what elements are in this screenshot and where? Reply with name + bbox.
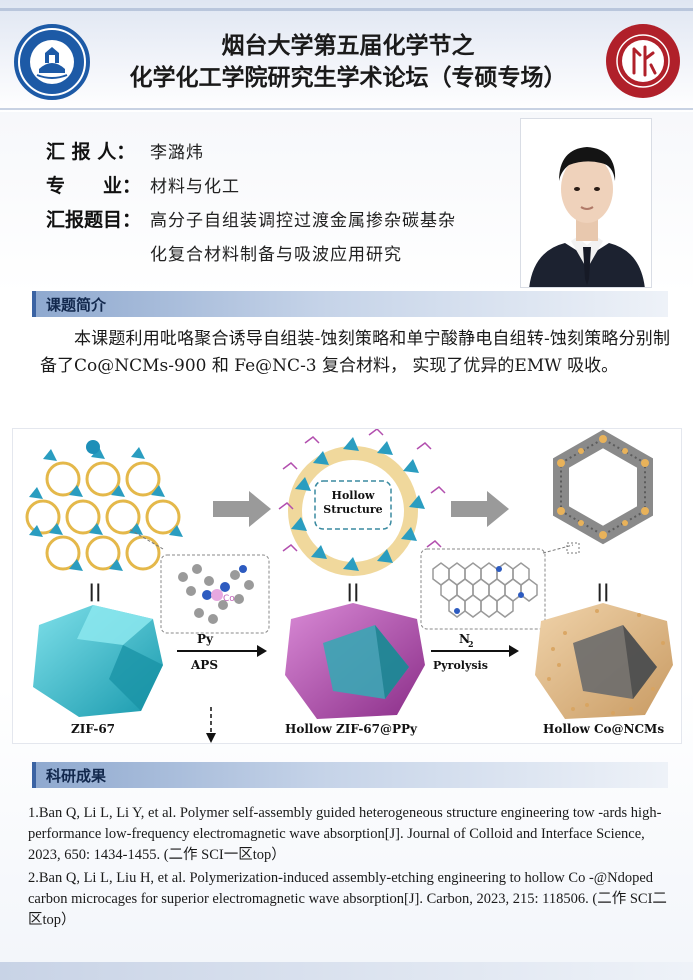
svg-text:||: || [596,581,609,602]
reporter-label: 汇 报 人： [46,141,136,163]
topic-row: 汇报题目： 高分子自组装调控过渡金属掺杂碳基杂 [46,208,456,233]
co-atom-label: Co [223,594,235,604]
title-line-1: 烟台大学第五届化学节之 [221,33,475,59]
n2-subscript: 2 [468,639,474,649]
yantai-university-logo [14,24,90,100]
college-logo [606,24,680,98]
results-section-header: 科研成果 [32,762,668,788]
hollow-zif67-ppy-crystal-icon [285,603,425,719]
publication-item: 1.Ban Q, Li L, Li Y, et al. Polymer self… [28,805,662,863]
major-label: 专 业： [46,175,142,197]
intro-paragraph: 本课题利用吡咯聚合诱导自组装-蚀刻策略和单宁酸静电自组转-蚀刻策略分别制备了Co… [40,329,670,376]
university-seal-icon [18,28,86,96]
n2-label: N [459,632,470,646]
hollow-zif67-ppy-label: Hollow ZIF-67@PPy [285,722,418,736]
hollow-line-1: Hollow [332,489,375,502]
intro-section-header: 课题简介 [32,291,668,317]
header-top-line [0,8,693,11]
zif67-framework-icon [25,440,183,571]
svg-text:||: || [88,581,101,602]
publication-list: 1.Ban Q, Li L, Li Y, et al. Polymer self… [28,803,676,933]
title-line-2: 化学化工学院研究生学术论坛（专硕专场） [129,65,567,91]
hollow-co-ncms-label: Hollow Co@NCMs [543,722,664,736]
results-section-title: 科研成果 [46,767,107,785]
major-value: 材料与化工 [150,177,240,197]
arrow-icon [451,491,509,527]
pyrolysis-label: Pyrolysis [433,659,488,672]
topic-row-2: 化复合材料制备与吸波应用研究 [150,242,402,267]
hollow-structure-icon [278,428,446,576]
reporter-value: 李潞炜 [150,143,204,163]
intro-section-title: 课题简介 [46,296,107,314]
publication-item: 2.Ban Q, Li L, Liu H, et al. Polymerizat… [28,870,667,928]
portrait-image [521,119,651,287]
poster-header: 烟台大学第五届化学节之 化学化工学院研究生学术论坛（专硕专场） [0,0,693,112]
arrow-icon [213,491,271,527]
major-row: 专 业： 材料与化工 [46,174,240,199]
topic-label: 汇报题目： [46,209,142,231]
svg-text:||: || [346,581,359,602]
topic-line-2: 化复合材料制备与吸波应用研究 [150,245,402,265]
zif67-crystal-icon [33,605,163,717]
poster-title: 烟台大学第五届化学节之 化学化工学院研究生学术论坛（专硕专场） [98,30,598,94]
aps-label: APS [190,658,218,672]
college-seal-icon [609,27,677,95]
py-label: Py [197,632,214,646]
reporter-row: 汇 报 人： 李潞炜 [46,140,204,165]
synthesis-scheme-graphic: || Co ZIF-67 Py APS [25,428,673,743]
hollow-line-2: Structure [323,503,382,516]
synthesis-scheme-figure: || Co ZIF-67 Py APS [12,428,682,744]
hollow-carbon-cage-icon [553,429,653,554]
header-bottom-line [0,108,693,110]
topic-line-1: 高分子自组装调控过渡金属掺杂碳基杂 [150,211,456,231]
reporter-photo [520,118,652,288]
zif67-label: ZIF-67 [71,722,115,736]
footer-bar [0,962,693,980]
hollow-co-ncms-crystal-icon [535,603,673,719]
